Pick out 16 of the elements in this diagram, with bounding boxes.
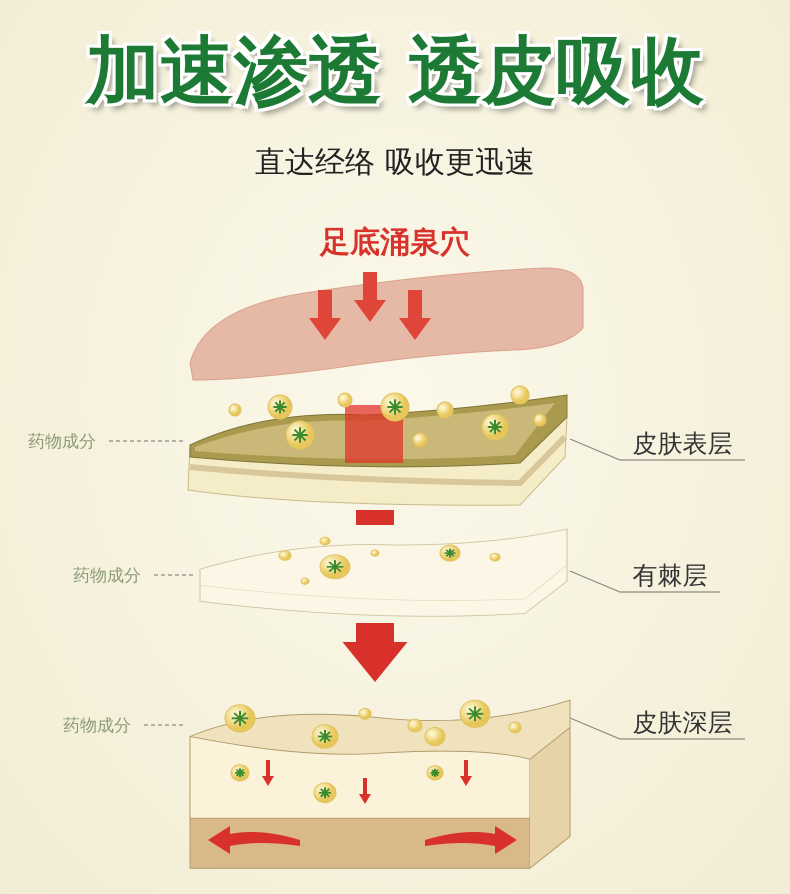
leader-line <box>570 717 745 740</box>
layer-label: 皮肤表层 <box>620 426 745 460</box>
block-arrow <box>342 623 408 682</box>
acupoint-label: 足底涌泉穴 <box>318 224 471 262</box>
dashed-leader-line <box>144 724 185 726</box>
layer-label: 皮肤深层 <box>620 705 745 739</box>
ingredient-label: 药物成分 <box>60 562 154 588</box>
ingredient-label: 药物成分 <box>15 428 109 454</box>
subtitle-text: 直达经络 吸收更迅速 <box>254 144 536 182</box>
leader-line <box>570 438 745 461</box>
title-heading: 加速渗透 透皮吸收 <box>84 27 705 116</box>
layer-label: 有棘层 <box>620 558 720 592</box>
leader-line <box>570 570 720 593</box>
dashed-leader-line <box>154 574 195 576</box>
dashed-leader-line <box>109 440 185 442</box>
ingredient-label: 药物成分 <box>50 712 144 738</box>
